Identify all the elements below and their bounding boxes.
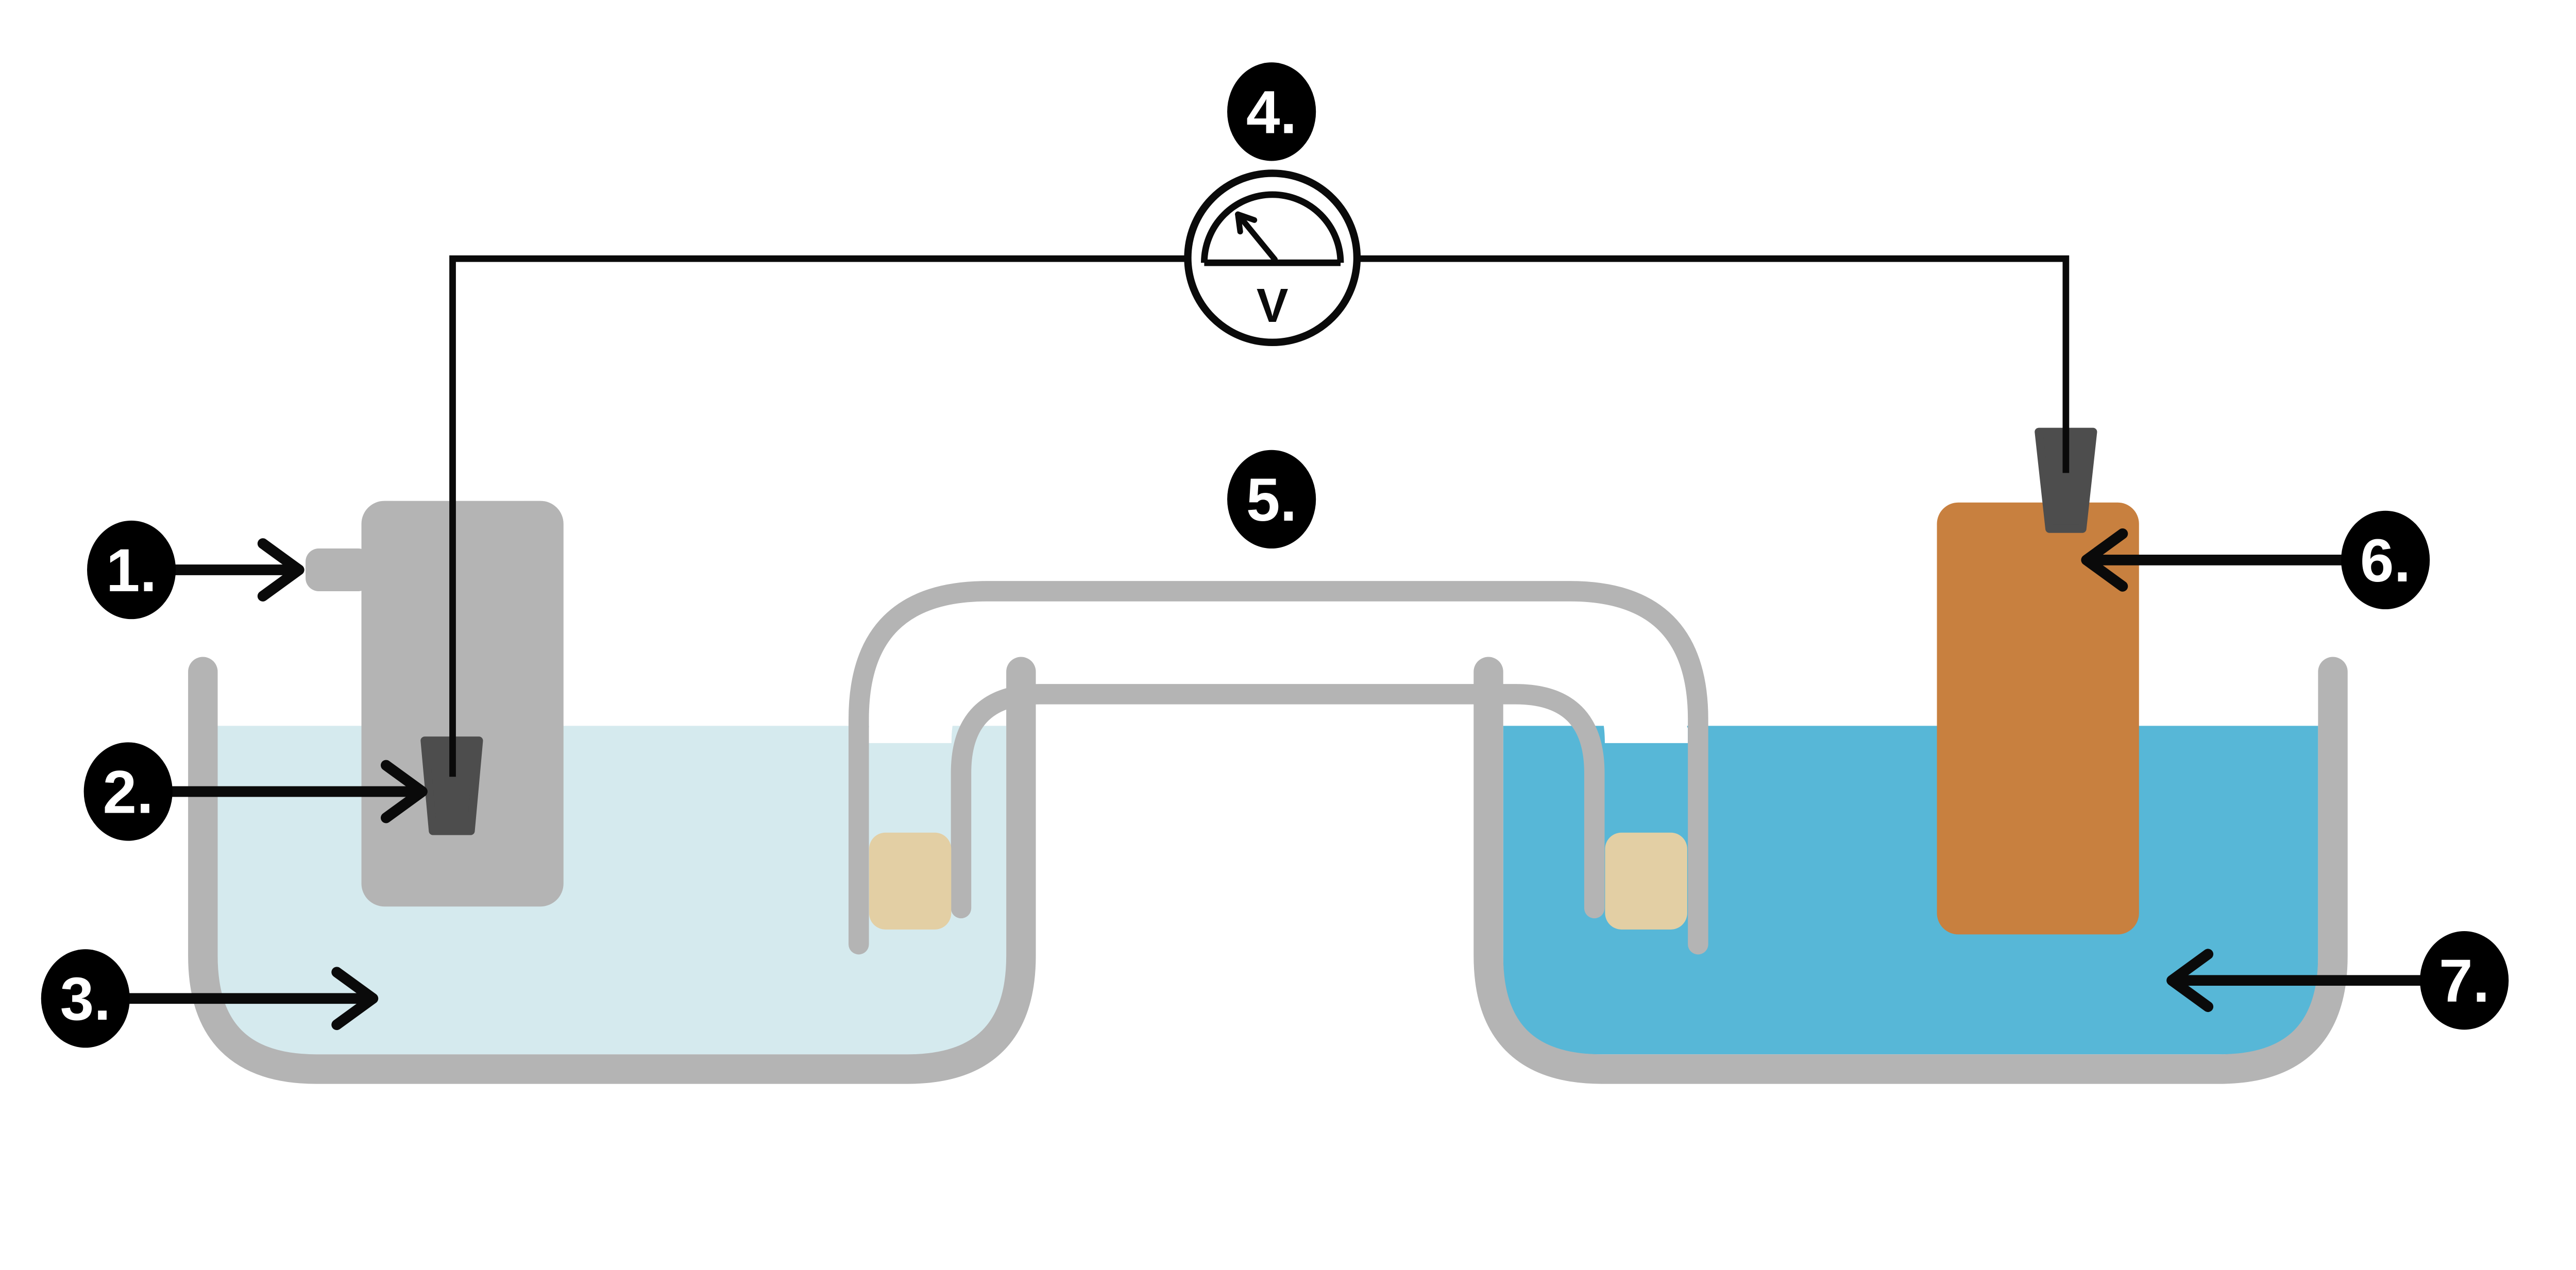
- callout-2-badge: [83, 742, 173, 841]
- voltmeter-needle: [1235, 211, 1278, 263]
- electrode-clip: [2035, 427, 2097, 533]
- voltmeter-scale-arc: [1200, 191, 1344, 263]
- callout-2-label: 2.: [103, 758, 154, 826]
- callout-7: 7.: [2166, 931, 2509, 1030]
- callout-4: 4.: [1227, 62, 1316, 161]
- galvanic-cell-diagram: V 1. 2. 3. 4. 5. 6.: [41, 62, 2509, 1084]
- callout-2-arrowhead-icon: [381, 760, 428, 823]
- salt-bridge-bore: [868, 601, 1688, 744]
- left-beaker-wall: [188, 657, 1036, 1084]
- voltmeter-needle-arrowhead-icon: [1235, 211, 1258, 235]
- salt-bridge-plug-right: [1605, 832, 1687, 930]
- voltmeter-symbol: V: [1257, 279, 1289, 332]
- electrode-glass-housing: [361, 501, 564, 907]
- salt-bridge-plug-left: [869, 832, 952, 930]
- right-beaker-wall: [1473, 657, 2348, 1084]
- callout-1-badge: [87, 520, 176, 620]
- callout-5-label: 5.: [1246, 466, 1297, 534]
- callout-5-badge: [1227, 450, 1316, 549]
- callout-3-badge: [41, 949, 130, 1048]
- callout-3-arrowhead-icon: [331, 967, 379, 1031]
- callout-1: 1.: [87, 520, 304, 620]
- salt-bridge-inner-wall: [951, 684, 1605, 919]
- copper-electrode: [1937, 502, 2139, 935]
- voltmeter: V: [1184, 169, 1361, 347]
- wire-left: [449, 255, 1187, 777]
- callout-4-label: 4.: [1246, 78, 1297, 146]
- callout-7-arrowhead-icon: [2166, 949, 2214, 1012]
- callout-1-arrowhead-icon: [257, 538, 304, 602]
- gas-inlet-tube: [306, 548, 371, 591]
- callout-7-badge: [2420, 931, 2509, 1030]
- callout-1-label: 1.: [106, 537, 157, 605]
- callout-4-badge: [1227, 62, 1316, 161]
- platinum-electrode: [420, 736, 483, 835]
- callout-3: 3.: [41, 949, 379, 1048]
- callout-6-label: 6.: [2360, 527, 2411, 595]
- callout-6-badge: [2341, 510, 2430, 610]
- callout-6-arrowhead-icon: [2081, 528, 2128, 592]
- wire-right: [1357, 255, 2070, 473]
- callout-6: 6.: [2081, 510, 2430, 610]
- callout-2: 2.: [83, 742, 428, 841]
- callout-5: 5.: [1227, 450, 1316, 549]
- callout-7-label: 7.: [2439, 947, 2489, 1015]
- salt-bridge-outer-wall: [849, 581, 1708, 955]
- callout-3-label: 3.: [60, 965, 111, 1033]
- diagram-canvas: V 1. 2. 3. 4. 5. 6.: [41, 62, 2509, 1084]
- salt-bridge: [849, 581, 1708, 955]
